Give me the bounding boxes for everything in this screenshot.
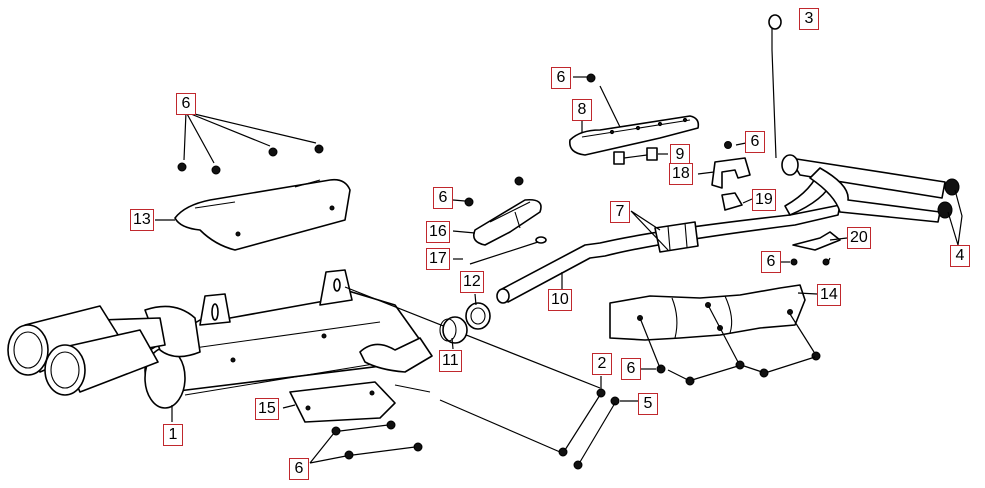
callout-1: 1 [163, 424, 183, 446]
callout-10: 10 [548, 289, 572, 311]
callout-6f: 6 [621, 358, 641, 380]
shield-nuts [613, 147, 658, 165]
hanger-19 [721, 192, 743, 211]
rear-heat-shield [174, 178, 351, 251]
callout-2: 2 [592, 353, 612, 375]
gasket-11 [439, 316, 468, 344]
callout-13: 13 [130, 209, 154, 231]
catalyst-heat-shield [609, 284, 806, 341]
callout-5: 5 [638, 393, 658, 415]
gasket-12 [465, 302, 491, 330]
front-heat-shield [472, 198, 542, 246]
leader-lines [155, 76, 963, 464]
bracket-20 [792, 231, 841, 251]
callout-6g: 6 [289, 458, 309, 480]
callout-6c: 6 [745, 131, 765, 153]
lower-heat-shield [289, 381, 396, 423]
upper-heat-shield [568, 115, 700, 156]
callout-8: 8 [572, 99, 592, 121]
callout-4: 4 [950, 245, 970, 267]
callout-16: 16 [426, 221, 450, 243]
callout-7: 7 [610, 201, 630, 223]
callout-17: 17 [426, 248, 450, 270]
callout-12: 12 [460, 271, 484, 293]
callout-11: 11 [439, 350, 462, 372]
callout-6a: 6 [176, 93, 196, 115]
nut-17 [535, 236, 547, 244]
bolts [177, 73, 830, 470]
callout-6b: 6 [551, 67, 571, 89]
pipe-clamp [654, 221, 699, 253]
muffler-assembly [7, 269, 601, 409]
oxygen-sensor [768, 14, 782, 159]
hanger-18 [711, 157, 751, 189]
callout-3: 3 [799, 8, 819, 30]
callout-6d: 6 [433, 187, 453, 209]
callout-14: 14 [817, 284, 841, 306]
callout-18: 18 [669, 163, 693, 185]
callout-20: 20 [847, 227, 871, 249]
callout-19: 19 [752, 189, 776, 211]
callout-15: 15 [255, 398, 279, 420]
header-pipe [781, 154, 960, 223]
callout-6e: 6 [761, 251, 781, 273]
